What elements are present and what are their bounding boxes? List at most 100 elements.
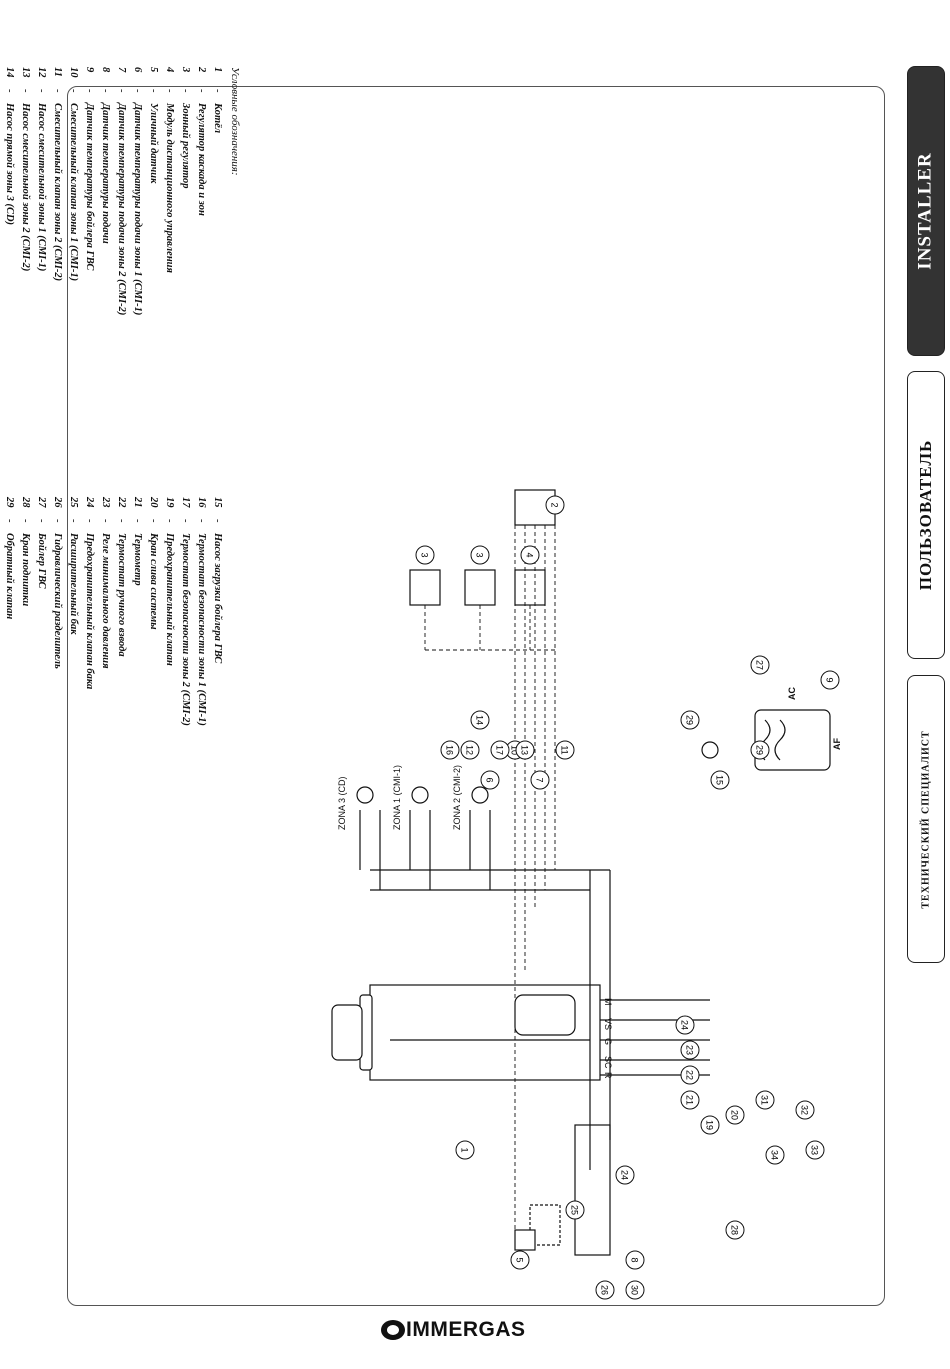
callout-circle xyxy=(470,710,490,730)
legend-item: 1-Котёл xyxy=(209,67,225,487)
legend-item: 26-Гидравлический разделитель xyxy=(49,497,65,917)
legend-item: 14-Насос прямой зоны 3 (CD) xyxy=(1,67,17,487)
outdoor-sensor xyxy=(514,1229,536,1251)
tab-installer[interactable]: INSTALLER xyxy=(907,66,945,356)
callout-number: 24 xyxy=(680,1020,690,1030)
callout-number: 32 xyxy=(800,1105,810,1115)
callout-circle xyxy=(460,740,480,760)
connection-label-vs: VS xyxy=(603,1018,613,1030)
callout-29: 29 xyxy=(680,710,700,730)
callout-number: 7 xyxy=(535,777,545,782)
tank-label-ac: AC xyxy=(787,687,797,700)
legend-item-text: Смесительный клапан зоны 2 (CMI-2) xyxy=(52,103,63,282)
callout-5: 5 xyxy=(510,1250,530,1270)
legend-item-text: Насос смесительной зоны 2 (CMI-2) xyxy=(20,103,31,272)
legend-item-text: Смесительный клапан зоны 1 (CMI-1) xyxy=(68,103,79,282)
tab-user[interactable]: ПОЛЬЗОВАТЕЛЬ xyxy=(907,371,945,659)
callout-32: 32 xyxy=(795,1100,815,1120)
callout-circle xyxy=(725,1105,745,1125)
callout-number: 10 xyxy=(510,745,520,755)
legend-item-number: 3 xyxy=(180,67,191,73)
callout-circle xyxy=(490,740,510,760)
callout-number: 8 xyxy=(630,1257,640,1262)
tank-label-af: AF xyxy=(832,738,842,750)
callout-13: 13 xyxy=(515,740,535,760)
legend-item-text: Уличный датчик xyxy=(148,103,159,184)
legend-item-number: 10 xyxy=(68,67,79,78)
legend-item: 30-Воздухоотводчик xyxy=(0,497,1,917)
callout-circle xyxy=(595,1280,615,1300)
callout-circle xyxy=(820,670,840,690)
legend-item-number: 26 xyxy=(52,497,63,508)
callout-3: 3 xyxy=(415,545,435,565)
callout-number: 20 xyxy=(730,1110,740,1120)
legend-item-text: Датчик температуры бойлера ГВС xyxy=(84,103,95,271)
pump-dhw xyxy=(701,741,719,759)
callout-number: 27 xyxy=(755,660,765,670)
callout-circle xyxy=(415,545,435,565)
callout-circle xyxy=(520,545,540,565)
callout-circle xyxy=(805,1140,825,1160)
callout-circle xyxy=(725,1220,745,1240)
zone-label-1: ZONA 1 (CMI-1) xyxy=(392,765,402,830)
callout-number: 29 xyxy=(755,745,765,755)
dhw-tank xyxy=(754,709,831,771)
callout-number: 33 xyxy=(810,1145,820,1155)
legend-item-text: Датчик температуры подачи xyxy=(100,103,111,244)
legend-item-dash: - xyxy=(84,89,95,93)
legend-item-dash: - xyxy=(36,89,47,93)
legend-item-dash: - xyxy=(52,89,63,93)
legend-item-number: 29 xyxy=(4,497,15,508)
callout-number: 4 xyxy=(525,552,535,557)
callout-number: 22 xyxy=(685,1070,695,1080)
immergas-logo-icon xyxy=(381,1320,405,1340)
legend-item-number: 28 xyxy=(20,497,31,508)
callout-number: 19 xyxy=(705,1120,715,1130)
legend-item-number: 2 xyxy=(196,67,207,73)
tab-technician[interactable]: ТЕХНИЧЕСКИЙ СПЕЦИАЛИСТ xyxy=(907,675,945,963)
legend-item-number: 9 xyxy=(84,67,95,73)
legend-item-dash: - xyxy=(116,89,127,93)
callout-19: 19 xyxy=(700,1115,720,1135)
legend-item-dash: - xyxy=(4,519,15,523)
legend-item-text: Регулятор каскада и зон xyxy=(196,103,207,216)
callout-number: 29 xyxy=(685,715,695,725)
remote-control xyxy=(514,569,546,606)
legend-item-dash: - xyxy=(4,89,15,93)
callout-circle xyxy=(750,740,770,760)
legend-item: 11-Смесительный клапан зоны 2 (CMI-2) xyxy=(49,67,65,487)
callout-circle xyxy=(530,770,550,790)
callout-23: 23 xyxy=(680,1040,700,1060)
callout-circle xyxy=(750,655,770,675)
callout-14: 14 xyxy=(470,710,490,730)
hydraulic-diagram: M VS G SC R ZONA 1 (CMI-1) ZONA 2 (CMI-2… xyxy=(331,489,842,1300)
callout-27: 27 xyxy=(750,655,770,675)
callout-circle xyxy=(480,770,500,790)
callout-circle xyxy=(680,1040,700,1060)
pump-zone-3 xyxy=(356,786,374,804)
callout-circle xyxy=(545,495,565,515)
legend-item-number: 4 xyxy=(164,67,175,73)
callout-29: 29 xyxy=(750,740,770,760)
callout-12: 12 xyxy=(460,740,480,760)
legend-item: 4-Модуль дистанционного управления xyxy=(161,67,177,487)
legend-item-number: 14 xyxy=(4,67,15,78)
legend-item-number: 27 xyxy=(36,497,47,508)
callout-number: 17 xyxy=(495,745,505,755)
callout-number: 13 xyxy=(520,745,530,755)
legend-title: Условные обозначения: xyxy=(229,67,241,176)
legend-item: 3-Зонный регулятор xyxy=(177,67,193,487)
callout-circle xyxy=(565,1200,585,1220)
callout-number: 3 xyxy=(420,552,430,557)
legend-item-number: 13 xyxy=(20,67,31,78)
callout-6: 6 xyxy=(480,770,500,790)
legend-item-number: 7 xyxy=(116,67,127,73)
callout-circle xyxy=(555,740,575,760)
callout-circle xyxy=(680,1065,700,1085)
callout-circle xyxy=(675,1015,695,1035)
callout-24: 24 xyxy=(615,1165,635,1185)
callout-3: 3 xyxy=(470,545,490,565)
legend-item-dash: - xyxy=(164,89,175,93)
legend-item-text: Кран подпитки xyxy=(20,533,31,607)
callout-22: 22 xyxy=(680,1065,700,1085)
